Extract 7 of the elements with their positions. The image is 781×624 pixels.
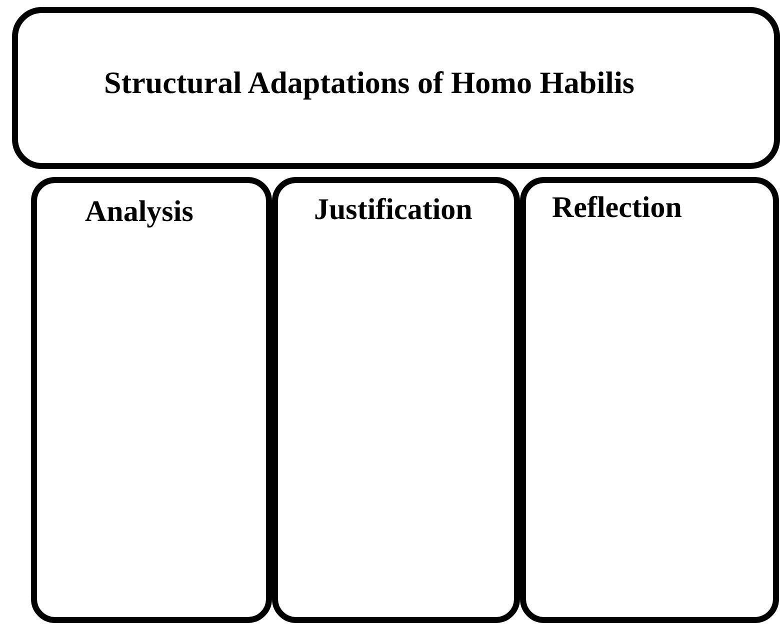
column-box: [31, 177, 272, 623]
title-text: Structural Adaptations of Homo Habilis: [104, 65, 634, 101]
column-heading: Analysis: [85, 195, 194, 229]
column-box: [520, 177, 779, 623]
column-heading: Reflection: [552, 191, 682, 225]
title-box: [12, 7, 780, 169]
column-heading: Justification: [314, 193, 472, 227]
